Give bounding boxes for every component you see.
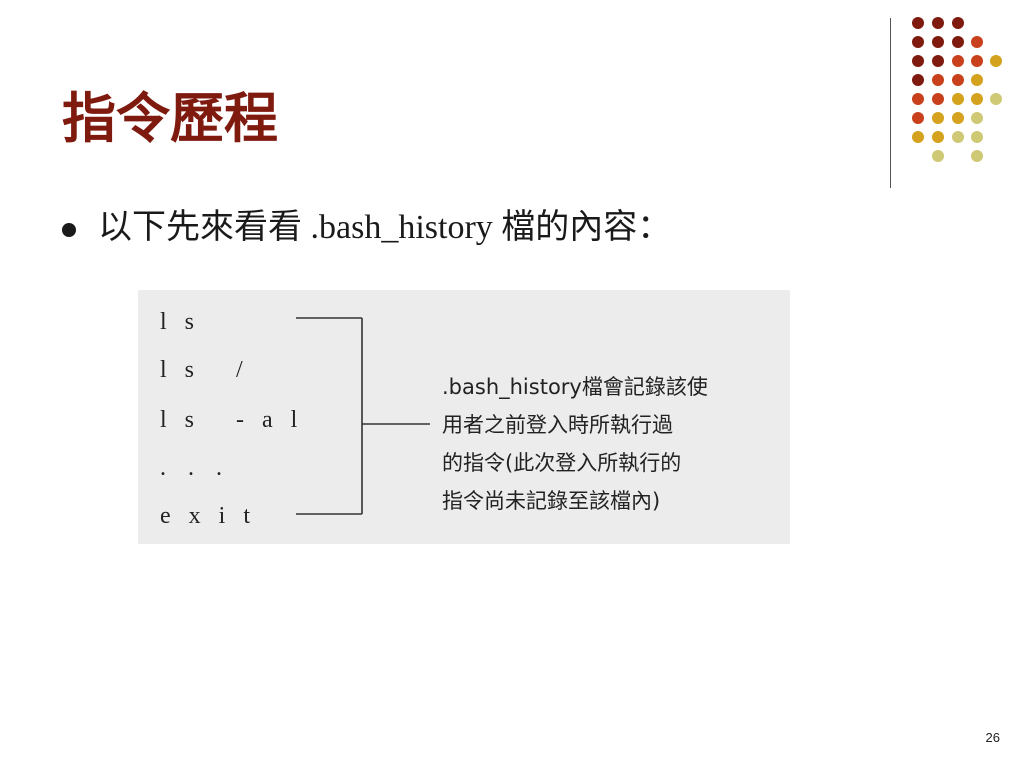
decor-dot xyxy=(971,150,983,162)
decorative-dot-grid xyxy=(912,17,1002,162)
page-number: 26 xyxy=(985,730,1000,745)
history-command: l s / xyxy=(160,357,249,383)
decor-dot xyxy=(932,74,944,86)
decor-dot xyxy=(971,36,983,48)
decor-dot xyxy=(932,55,944,67)
decor-dot xyxy=(912,55,924,67)
history-command: e x i t xyxy=(160,503,256,529)
decor-dot xyxy=(990,55,1002,67)
decor-dot xyxy=(952,17,964,29)
decor-dot xyxy=(952,112,964,124)
history-command: l s - a l xyxy=(160,407,304,433)
decor-dot xyxy=(952,55,964,67)
decor-dot xyxy=(971,112,983,124)
decor-dot xyxy=(912,112,924,124)
decor-dot xyxy=(912,17,924,29)
decor-dot xyxy=(912,93,924,105)
decor-dot xyxy=(932,36,944,48)
decor-dot xyxy=(912,74,924,86)
decor-dot xyxy=(952,74,964,86)
decor-dot xyxy=(952,36,964,48)
bullet-icon xyxy=(62,223,76,237)
decor-dot xyxy=(990,93,1002,105)
bullet-item: 以下先來看看 .bash_history 檔的內容： xyxy=(62,204,671,252)
note-line: 指令尚未記錄至該檔內) xyxy=(442,489,661,513)
bash-history-note: .bash_history檔會記錄該使 用者之前登入時所執行過 的指令(此次登入… xyxy=(442,368,772,520)
bracket-connector xyxy=(296,317,430,515)
decor-dot xyxy=(932,131,944,143)
decor-dot xyxy=(932,17,944,29)
bash-history-figure: l s l s / l s - a l . . . e x i t .bash_… xyxy=(138,290,790,544)
history-command: l s xyxy=(160,309,201,335)
note-line: 用者之前登入時所執行過 xyxy=(442,413,673,437)
decor-dot xyxy=(932,150,944,162)
note-line: 的指令(此次登入所執行的 xyxy=(442,451,682,475)
title-divider-line xyxy=(890,18,891,188)
slide-title: 指令歷程 xyxy=(62,86,278,150)
bullet-text: 以下先來看看 .bash_history 檔的內容： xyxy=(98,209,672,246)
decor-dot xyxy=(971,131,983,143)
decor-dot xyxy=(912,131,924,143)
decor-dot xyxy=(971,74,983,86)
decor-dot xyxy=(912,36,924,48)
history-command: . . . xyxy=(160,455,230,481)
decor-dot xyxy=(952,93,964,105)
decor-dot xyxy=(932,112,944,124)
decor-dot xyxy=(952,131,964,143)
decor-dot xyxy=(932,93,944,105)
decor-dot xyxy=(971,55,983,67)
decor-dot xyxy=(971,93,983,105)
note-line: .bash_history檔會記錄該使 xyxy=(442,375,708,399)
